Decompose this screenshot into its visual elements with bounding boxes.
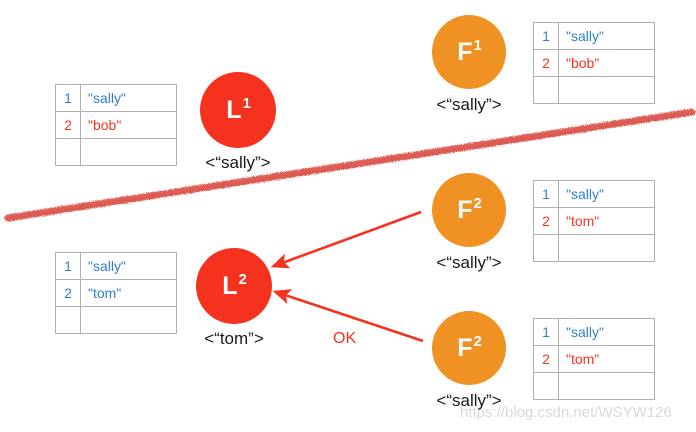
log-value-cell [558, 372, 655, 400]
table-row [55, 138, 177, 166]
log-index-cell: 2 [533, 207, 559, 235]
node-caption-follower2-term2: <“sally”> [436, 391, 502, 410]
table-row: 1 "sally" [533, 318, 655, 346]
table-row: 1 "sally" [55, 84, 177, 112]
log-table-follower1-term2: 1 "sally" 2 "tom" [533, 180, 655, 262]
node-label: F [457, 333, 473, 362]
log-index-cell: 1 [533, 318, 559, 346]
log-value-cell: "tom" [558, 207, 655, 235]
log-index-cell: 2 [55, 111, 81, 139]
table-row [533, 234, 655, 262]
log-index-cell: 2 [533, 345, 559, 373]
log-value-cell: "tom" [80, 279, 177, 307]
log-index-cell [533, 76, 559, 104]
table-row: 2 "tom" [533, 345, 655, 373]
log-value-cell [80, 138, 177, 166]
log-value-cell [558, 76, 655, 104]
table-row: 2 "bob" [55, 111, 177, 139]
log-table-leader-term2: 1 "sally" 2 "tom" [55, 252, 177, 334]
node-label: F [457, 195, 473, 224]
table-row: 2 "bob" [533, 49, 655, 77]
node-caption-leader-term1: <“sally”> [205, 153, 271, 172]
table-row: 1 "sally" [55, 252, 177, 280]
log-table-leader-term1: 1 "sally" 2 "bob" [55, 84, 177, 166]
table-row: 1 "sally" [533, 180, 655, 208]
log-index-cell: 1 [533, 180, 559, 208]
log-value-cell: "sally" [558, 180, 655, 208]
node-label: L [226, 95, 242, 124]
node-label: L [222, 271, 238, 300]
log-index-cell: 2 [55, 279, 81, 307]
node-label: F [457, 37, 473, 66]
log-table-follower2-term2: 1 "sally" 2 "tom" [533, 318, 655, 400]
replication-arrows [270, 210, 424, 343]
log-value-cell: "sally" [80, 252, 177, 280]
table-row: 2 "tom" [533, 207, 655, 235]
ok-annotation: OK [333, 330, 357, 347]
node-caption-follower1-term1: <“sally”> [436, 95, 502, 114]
log-value-cell [558, 234, 655, 262]
log-index-cell [55, 138, 81, 166]
log-index-cell: 1 [533, 22, 559, 50]
log-index-cell [55, 306, 81, 334]
log-index-cell: 1 [55, 84, 81, 112]
table-row: 1 "sally" [533, 22, 655, 50]
log-table-follower1-term1: 1 "sally" 2 "bob" [533, 22, 655, 104]
log-value-cell [80, 306, 177, 334]
log-index-cell [533, 234, 559, 262]
log-value-cell: "bob" [80, 111, 177, 139]
log-value-cell: "tom" [558, 345, 655, 373]
table-row: 2 "tom" [55, 279, 177, 307]
log-value-cell: "sally" [80, 84, 177, 112]
node-caption-follower1-term2: <“sally”> [436, 253, 502, 272]
log-value-cell: "sally" [558, 318, 655, 346]
node-caption-leader-term2: <“tom”> [204, 329, 264, 348]
log-index-cell: 2 [533, 49, 559, 77]
table-row [55, 306, 177, 334]
watermark-text: https://blog.csdn.net/WSYW126 [460, 404, 672, 421]
log-index-cell [533, 372, 559, 400]
table-row [533, 76, 655, 104]
log-index-cell: 1 [55, 252, 81, 280]
table-row [533, 372, 655, 400]
log-value-cell: "sally" [558, 22, 655, 50]
log-value-cell: "bob" [558, 49, 655, 77]
